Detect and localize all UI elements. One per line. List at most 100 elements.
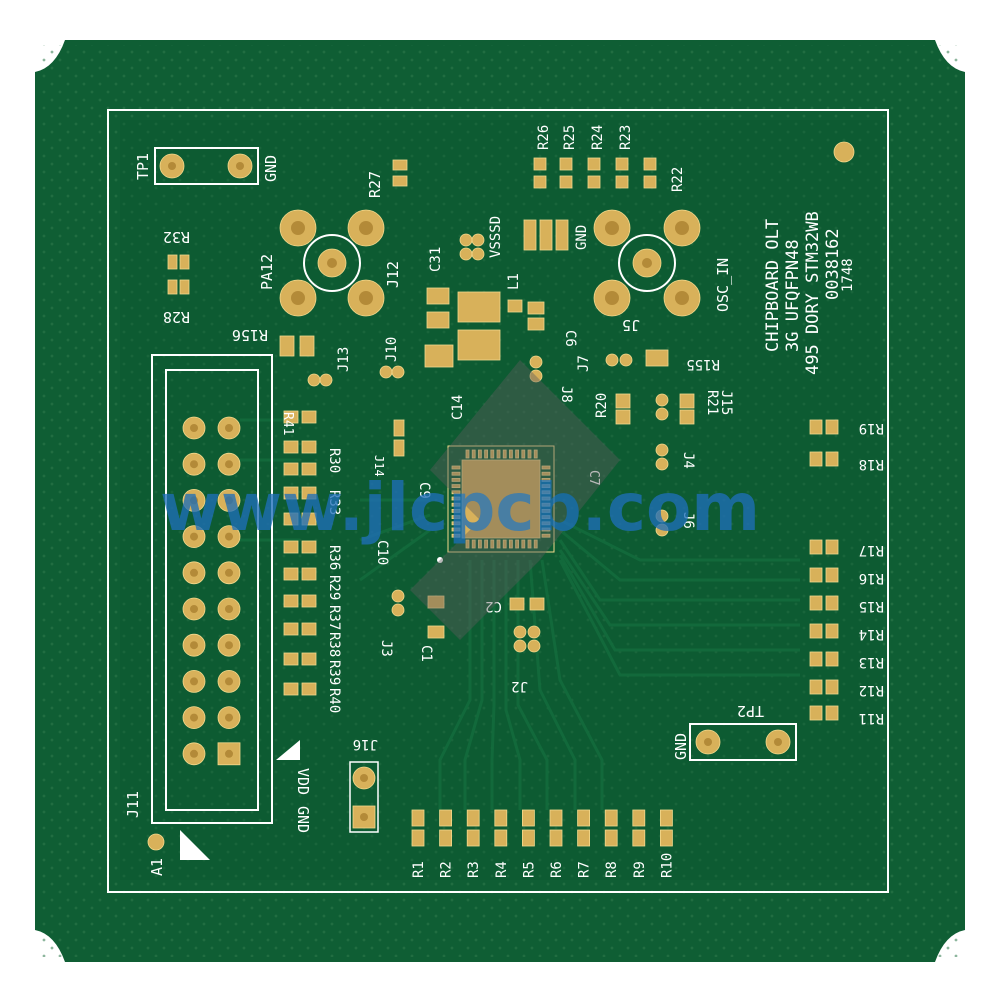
qfn-pin — [541, 490, 551, 495]
resistor-pad — [809, 705, 823, 721]
resistor-pad — [301, 567, 317, 581]
vdd-label: VDD — [294, 768, 312, 795]
traces — [240, 418, 800, 810]
j16-header: J16 VDD GND — [294, 736, 379, 833]
resistor-pad — [283, 462, 299, 476]
resistor-pad — [494, 829, 508, 847]
resistor-pad — [809, 419, 823, 435]
j11-label: J11 — [124, 791, 142, 818]
resistor-pad — [632, 809, 646, 827]
qfn-pin — [541, 471, 551, 476]
j3-label: J3 — [378, 640, 394, 657]
resistor-pad — [283, 440, 299, 454]
qfn-pin — [451, 490, 461, 495]
r15-label: R15 — [859, 598, 884, 614]
tp2-gnd-label: GND — [672, 733, 690, 760]
c1-label: C1 — [418, 645, 434, 662]
bottom-resistor-label: R7 — [577, 861, 593, 878]
resistor-pad — [301, 622, 317, 636]
r19-label: R19 — [859, 420, 884, 436]
tp1-label: TP1 — [134, 153, 152, 180]
gnd-top-label: GND — [574, 225, 590, 250]
r156-label: R156 — [232, 326, 268, 344]
qfn-pin — [541, 465, 551, 470]
c10-label: C10 — [374, 540, 390, 565]
qfn-pin — [527, 449, 532, 459]
c9-label: C9 — [416, 482, 432, 499]
tp1-testpoint: TP1 GND — [134, 147, 280, 185]
r18-label: R18 — [859, 456, 884, 472]
qfn-pin — [496, 449, 501, 459]
c2-label: C2 — [485, 598, 502, 614]
r23-label: R23 — [618, 125, 634, 150]
header-pin-hole — [190, 713, 198, 722]
r36-label: R36 — [326, 545, 342, 570]
qfn-pin — [451, 527, 461, 532]
bottom-resistor-label: R1 — [411, 861, 427, 878]
resistor-pad — [660, 809, 673, 827]
title-line-3: 495 DORY STM32WB — [803, 211, 823, 375]
qfn-pin — [484, 539, 489, 549]
resistor-pad — [660, 829, 673, 847]
c31-label: C31 — [428, 247, 444, 272]
tp2-label: TP2 — [737, 702, 764, 720]
resistor-pad — [809, 539, 823, 555]
qfn-pin — [541, 502, 551, 507]
qfn-pin — [471, 539, 476, 549]
qfn-pin — [515, 539, 519, 549]
header-pin-hole — [190, 496, 198, 505]
header-pin-hole — [190, 568, 198, 577]
resistor-pad — [439, 829, 453, 847]
resistor-pad — [301, 440, 317, 454]
qfn-pin — [471, 449, 476, 459]
header-pin-hole — [225, 605, 233, 613]
resistor-pad — [522, 829, 535, 847]
resistor-pad — [809, 623, 823, 639]
qfn-pin — [490, 449, 495, 459]
header-pin-hole — [190, 532, 198, 541]
resistor-pad — [549, 829, 563, 847]
j5-label: J5 — [622, 316, 640, 334]
j11-header: J11 A1 — [124, 354, 300, 876]
resistor-pad — [559, 157, 573, 171]
j4-label: J4 — [680, 452, 696, 469]
resistor-pad — [283, 567, 299, 581]
r25-label: R25 — [562, 125, 578, 150]
qfn-pin — [477, 539, 482, 549]
resistor-pad — [587, 157, 601, 171]
resistor-pad — [283, 486, 299, 500]
resistor-pad — [825, 595, 839, 611]
header-pin-hole — [225, 713, 233, 722]
qfn-pin — [451, 496, 461, 501]
r12-label: R12 — [859, 682, 884, 698]
qfn-pin — [451, 502, 461, 507]
resistor-pad — [533, 175, 547, 189]
resistor-pad — [466, 809, 480, 827]
resistor-pad — [533, 157, 547, 171]
r26-label: R26 — [536, 125, 552, 150]
osc-in-connector: OSC_IN J5 — [593, 209, 732, 334]
qfn-pin — [508, 449, 513, 459]
resistor-pad — [301, 512, 317, 526]
r22-label: R22 — [670, 167, 686, 192]
r40-label: R40 — [326, 688, 342, 713]
bottom-resistor-label: R8 — [604, 861, 620, 878]
title-line-4: 0038162 — [823, 228, 843, 300]
header-pin-hole — [190, 460, 198, 469]
qfn-pin — [502, 539, 507, 549]
resistor-pad — [549, 809, 563, 827]
resistor-pad — [439, 809, 453, 827]
mcu-footprint — [437, 445, 555, 563]
resistor-pad — [604, 829, 618, 847]
r17-label: R17 — [859, 542, 884, 558]
r30-label: R30 — [326, 448, 342, 473]
date-code: 1748 — [840, 258, 856, 292]
bottom-resistor-label: R3 — [466, 861, 482, 878]
resistor-pad — [825, 679, 839, 695]
qfn-pin — [502, 449, 507, 459]
watermark: www.jlcpcb.com — [160, 360, 760, 640]
silk-frame — [107, 109, 889, 893]
qfn-pin — [451, 477, 461, 482]
